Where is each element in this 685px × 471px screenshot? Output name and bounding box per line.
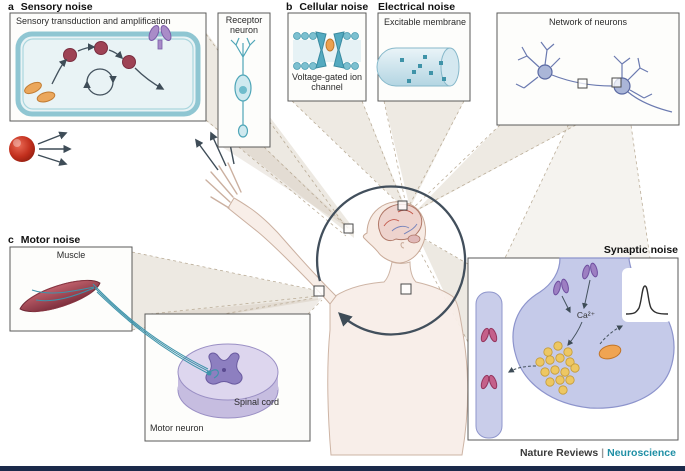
postsynaptic-receptors-icon <box>480 327 498 390</box>
footer-bar <box>0 466 685 471</box>
lipid-heads <box>293 32 359 70</box>
panel-b-title: Cellular noise <box>299 1 369 13</box>
membrane-receptor-icon <box>148 25 172 50</box>
action-potential-trace <box>625 285 669 315</box>
raised-arm <box>227 197 337 305</box>
sensory-transduction-box <box>9 12 207 122</box>
gating-particle <box>325 38 335 52</box>
spinal-cord-icon <box>177 343 279 419</box>
channel-dots <box>400 55 446 83</box>
axon-cylinder-icon <box>376 47 460 87</box>
panel-b-label: b Cellular noise <box>286 1 368 13</box>
brain-marker <box>397 200 408 211</box>
signalling-molecules <box>63 41 136 69</box>
amplification-arrows <box>51 43 165 96</box>
zoom-markers <box>313 200 412 297</box>
panel-b-letter: b <box>286 1 293 13</box>
calcium-channels-icon <box>553 262 598 296</box>
journal-field: Neuroscience <box>607 447 676 459</box>
panel-a-letter: a <box>8 1 14 13</box>
receptor-neuron-box <box>217 12 271 148</box>
vesicle-cluster <box>535 341 580 395</box>
eye-marker <box>343 223 354 234</box>
channel-protein-icon <box>315 31 345 69</box>
mitochondrion <box>598 344 622 360</box>
cerebellum <box>407 234 421 244</box>
ion-channel-label: Voltage-gated ion channel <box>291 72 363 93</box>
receptor-neuron-icon <box>230 37 256 138</box>
ear <box>400 242 405 249</box>
network-label: Network of neurons <box>548 17 628 27</box>
journal-credit: Nature Reviews|Neuroscience <box>520 447 676 459</box>
motor-nerve-bundle <box>92 283 219 379</box>
hand-fingers <box>205 162 242 209</box>
synaptic-box <box>467 257 679 441</box>
ion-channel-box <box>287 12 367 102</box>
spinal-cord-label: Spinal cord <box>234 397 280 407</box>
synapse-markers <box>577 77 622 89</box>
calcium-label: Ca²⁺ <box>576 310 596 320</box>
intramuscular-fibres <box>31 286 95 302</box>
network-box <box>496 12 680 126</box>
journal-separator: | <box>601 447 605 459</box>
muscle-box <box>9 246 133 332</box>
synaptic-noise-label: Synaptic noise <box>603 244 678 256</box>
beam-overlays <box>131 32 651 344</box>
ball-arrows <box>37 131 72 166</box>
muscle-label: Muscle <box>56 250 86 260</box>
ball-group <box>9 131 72 166</box>
brain <box>377 203 423 242</box>
spinal-cord-box <box>144 313 311 442</box>
attention-loop-arrow <box>315 185 467 336</box>
human-figure <box>205 162 469 456</box>
release-arrows <box>507 321 624 373</box>
panel-a-title: Sensory noise <box>20 1 93 13</box>
torso <box>327 261 469 456</box>
excitable-membrane-box <box>376 12 471 102</box>
panel-c-title: Motor noise <box>20 234 81 246</box>
chest-marker <box>313 285 325 297</box>
receptor-neuron-label: Receptor neuron <box>225 15 263 36</box>
calcium-influx-arrows <box>561 279 591 314</box>
sensory-transduction-label: Sensory transduction and amplification <box>16 16 171 26</box>
trace-panel <box>622 268 672 322</box>
journal-name: Nature Reviews <box>519 447 599 459</box>
excitable-membrane-label: Excitable membrane <box>384 17 467 27</box>
postsynaptic-membrane <box>475 291 503 439</box>
panel-c-label: c Motor noise <box>8 234 80 246</box>
electrical-noise-label: Electrical noise <box>378 1 456 13</box>
arm-marker <box>400 283 412 295</box>
panel-a-label: a Sensory noise <box>8 1 93 13</box>
panel-c-letter: c <box>8 234 14 246</box>
ball <box>9 136 35 162</box>
motor-neuron-label: Motor neuron <box>150 423 204 433</box>
